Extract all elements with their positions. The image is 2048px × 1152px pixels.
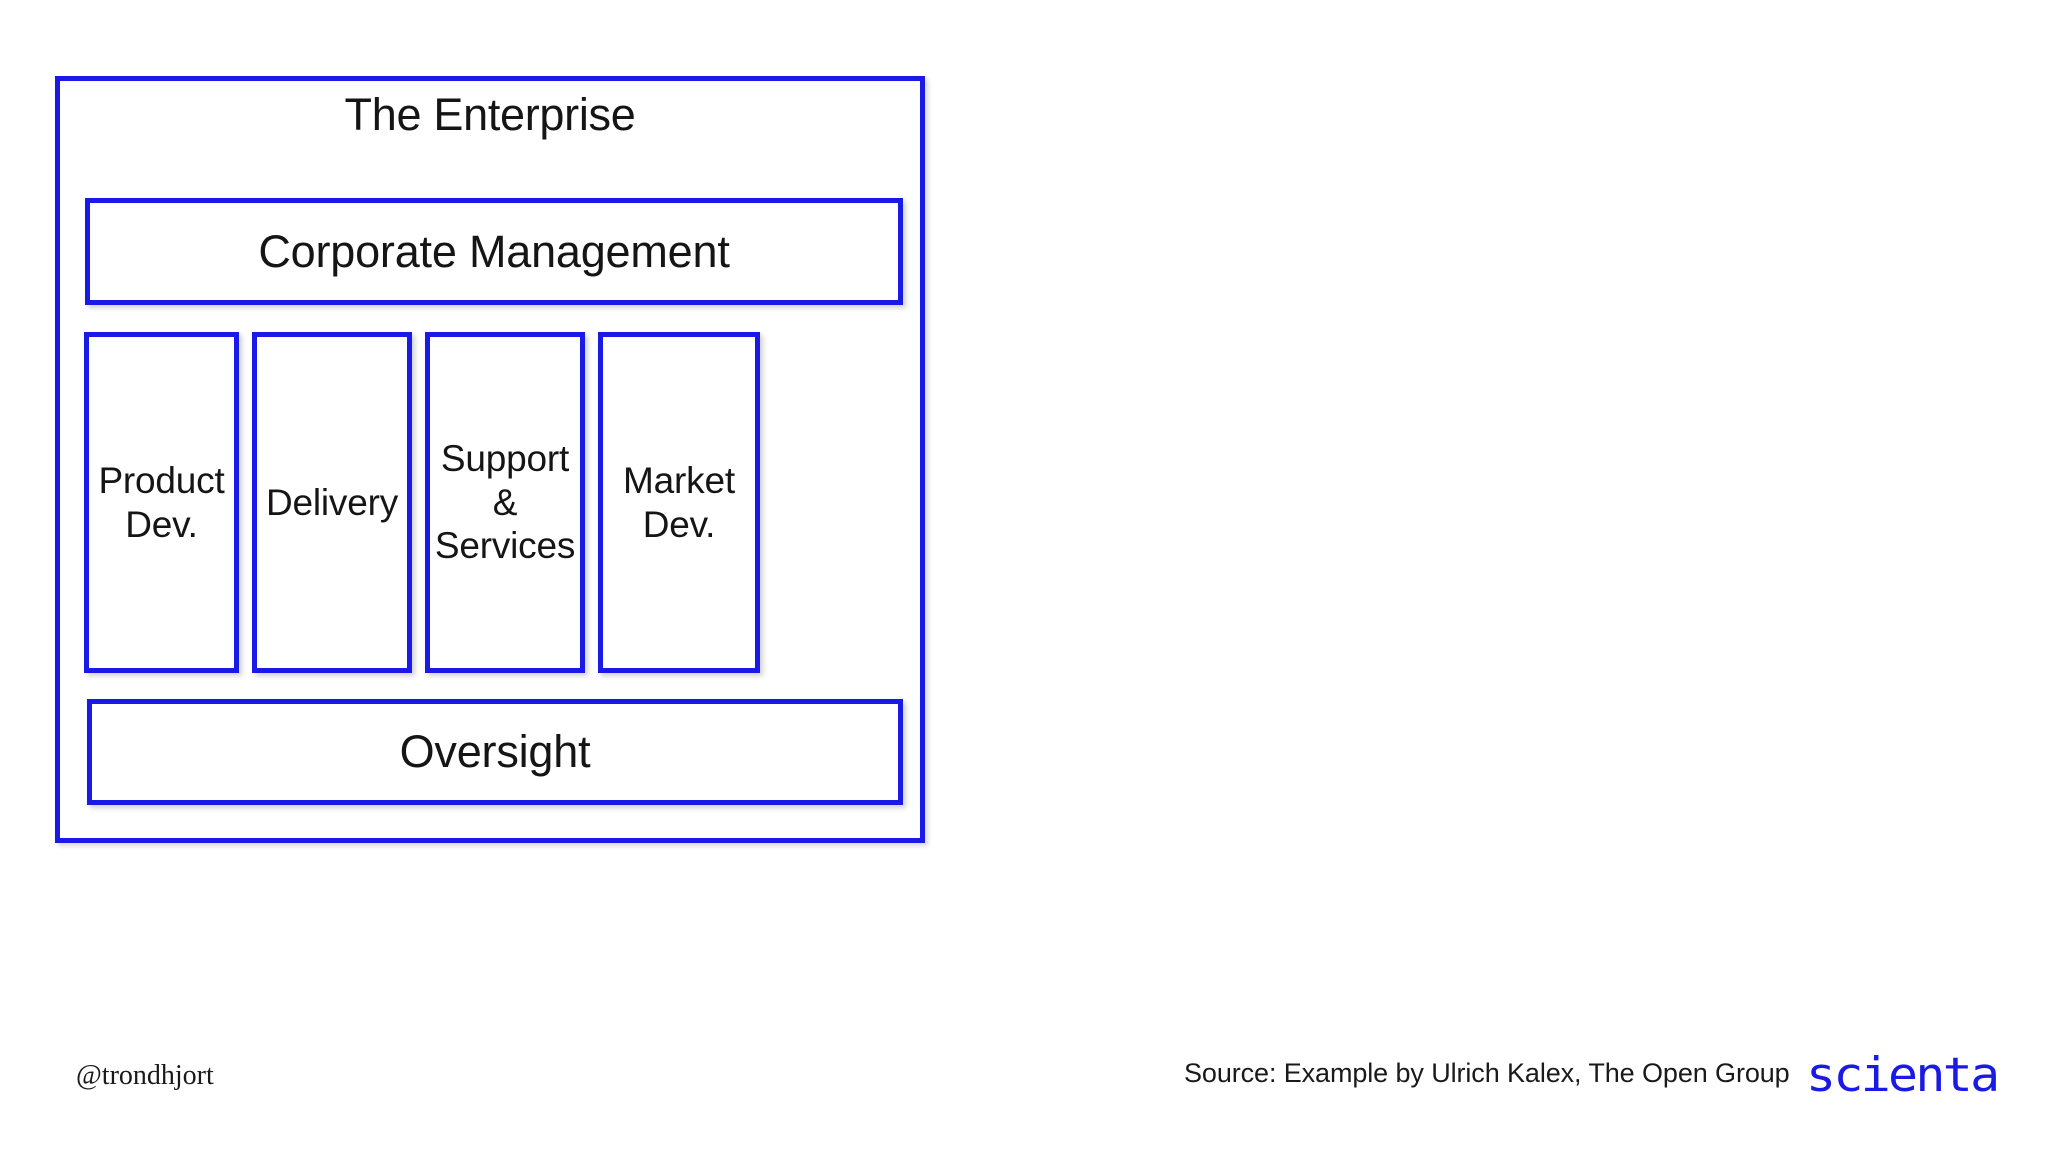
columns-row: Product Dev. Delivery Support & Services… [84,332,904,673]
column-box-delivery[interactable]: Delivery [252,332,412,673]
column-box-product-dev[interactable]: Product Dev. [84,332,239,673]
author-handle: @trondhjort [76,1060,214,1091]
page-title: The Enterprise [344,89,636,140]
oversight-box[interactable]: Oversight [87,699,903,805]
column-label-support-services: Support & Services [434,438,576,567]
column-box-market-dev[interactable]: Market Dev. [598,332,760,673]
column-label-delivery: Delivery [265,481,399,523]
scienta-logo: scienta [1806,1048,2000,1103]
column-box-support-services[interactable]: Support & Services [425,332,585,673]
column-label-product-dev: Product Dev. [98,459,225,545]
column-label-market-dev: Market Dev. [623,459,735,545]
corporate-management-box[interactable]: Corporate Management [85,198,903,305]
corporate-management-label: Corporate Management [258,225,730,277]
oversight-label: Oversight [399,726,591,777]
enterprise-container: The Enterprise Corporate Management Prod… [55,76,925,843]
source-attribution: Source: Example by Ulrich Kalex, The Ope… [1184,1058,1790,1088]
